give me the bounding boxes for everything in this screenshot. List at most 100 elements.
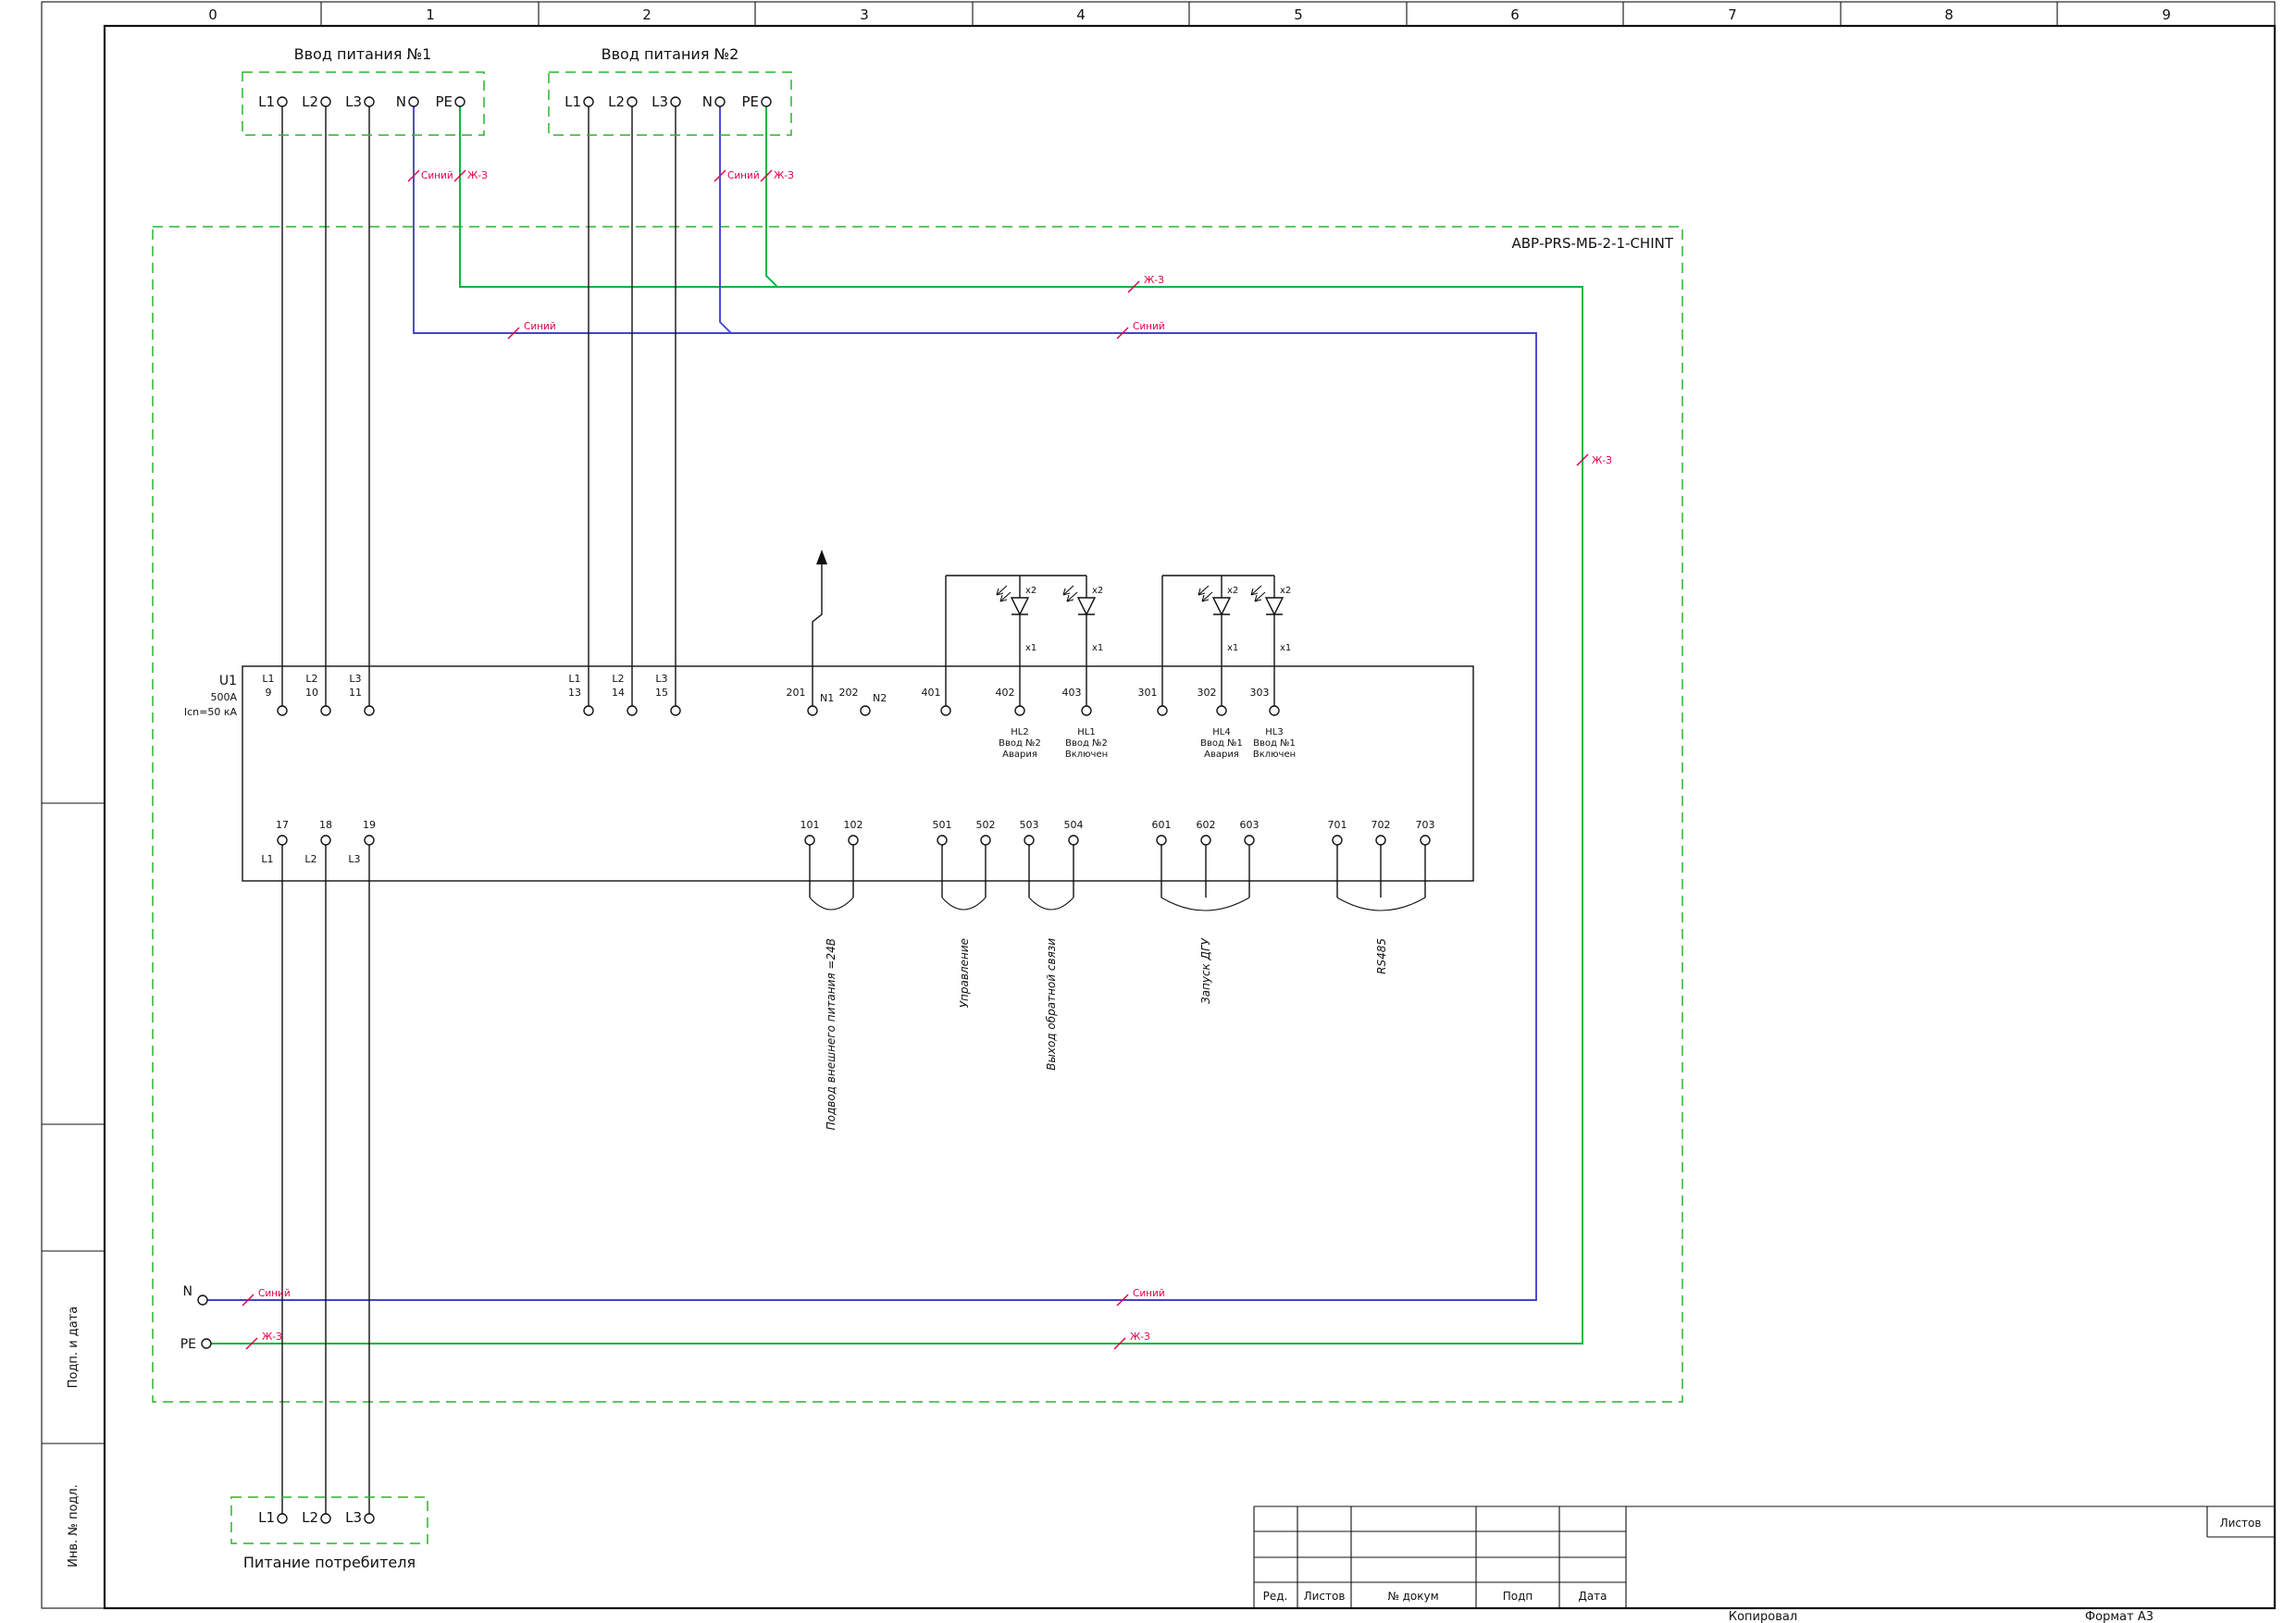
terminal-number: 15 — [655, 687, 668, 699]
led-pin-bottom: x1 — [1227, 643, 1238, 653]
wire-color-label-yg: Ж-З — [262, 1332, 282, 1343]
wire-color-label-blue: Синий — [727, 170, 760, 181]
ruler-number: 8 — [1944, 6, 1954, 23]
io-group-label: Управление — [958, 938, 971, 1008]
led-pin-bottom: x1 — [1280, 643, 1291, 653]
ruler-number: 9 — [2162, 6, 2171, 23]
sheet-frame — [41, 1, 2277, 1610]
io-group: RS485 — [1336, 897, 1426, 974]
device-rating: 500A — [210, 691, 237, 703]
input2-terminal-label: L1 — [565, 93, 581, 110]
terminal-number: 17 — [276, 819, 289, 831]
consumer-title: Питание потребителя — [243, 1554, 416, 1571]
wire-color-label-blue: Синий — [258, 1288, 291, 1299]
indicator-line1: Ввод №1 — [1200, 738, 1243, 749]
io-group: Управление — [941, 897, 987, 1008]
terminal-number: 201 — [787, 687, 806, 699]
input2-terminal-label: PE — [741, 93, 759, 110]
indicator-line1: Ввод №2 — [999, 738, 1041, 749]
led-pin-top: x2 — [1227, 586, 1238, 596]
wire-color-label-yg: Ж-З — [467, 170, 488, 181]
footer: Копировал Формат А3 — [1729, 1610, 2153, 1623]
power-input-1: Ввод питания №1 L1 L2 L3 N PE — [242, 45, 485, 136]
ruler-number: 2 — [642, 6, 652, 23]
consumer-output: N PE L1 L2 L3 Питание потребителя — [180, 1284, 428, 1571]
terminal-number: 19 — [363, 819, 376, 831]
terminal-number: 402 — [996, 687, 1015, 699]
terminal-number: 18 — [319, 819, 332, 831]
input1-terminal-label: N — [396, 93, 406, 110]
indicator-line2: Включен — [1065, 750, 1108, 760]
indicator-line1: Ввод №2 — [1065, 738, 1108, 749]
io-group-label: Запуск ДГУ — [1199, 937, 1212, 1004]
terminal-number: 301 — [1138, 687, 1158, 699]
wire-color-label-yg: Ж-З — [774, 170, 794, 181]
terminal-name: L1 — [568, 673, 580, 685]
left-column: Подп. и дата Инв. № подл. — [67, 1307, 81, 1567]
title-block-col: Ред. — [1263, 1590, 1288, 1603]
input2-terminal-label: N — [702, 93, 713, 110]
device-ref: U1 — [219, 674, 237, 688]
led-circuit-input2: x2 x1 x2 x1 — [945, 575, 1103, 706]
terminal-name: N1 — [820, 692, 834, 704]
title-block-col: № докум — [1387, 1590, 1438, 1603]
wire-color-label-yg: Ж-З — [1592, 455, 1612, 466]
input2-title: Ввод питания №2 — [602, 45, 739, 63]
wire-color-label-yg: Ж-З — [1130, 1332, 1150, 1343]
terminal-name: L1 — [261, 853, 273, 865]
terminal-number: 501 — [933, 819, 952, 831]
cabinet-boundary: АВР-PRS-МБ-2-1-CHINT — [152, 226, 1683, 1403]
indicator-line2: Включен — [1253, 750, 1296, 760]
title-block-col: Подп — [1503, 1590, 1533, 1603]
side-label-podp: Подп. и дата — [67, 1307, 81, 1389]
wire-color-marks: Синий Ж-З Синий Ж-З Синий Синий Ж-З Ж-З … — [242, 169, 1612, 1350]
indicator-line2: Авария — [1204, 750, 1239, 760]
consumer-terminal-label: L1 — [258, 1509, 275, 1526]
led-pin-top: x2 — [1092, 586, 1103, 596]
input1-terminal-label: L1 — [258, 93, 275, 110]
terminal-name: L3 — [655, 673, 667, 685]
terminal-number: 703 — [1416, 819, 1435, 831]
terminal-name: L3 — [349, 673, 361, 685]
consumer-terminal-label: L2 — [302, 1509, 318, 1526]
terminal-number: 701 — [1328, 819, 1347, 831]
terminal-name: N2 — [873, 692, 887, 704]
cabinet-label: АВР-PRS-МБ-2-1-CHINT — [1511, 235, 1673, 252]
led-circuit-input1: x2 x1 x2 x1 — [1161, 575, 1291, 706]
indicator-tag: HL1 — [1077, 727, 1095, 737]
wire-color-label-blue: Синий — [524, 321, 556, 332]
terminal-number: 13 — [568, 687, 581, 699]
terminal-number: 401 — [922, 687, 941, 699]
ruler-number: 5 — [1294, 6, 1303, 23]
footer-copied-label: Копировал — [1729, 1610, 1797, 1623]
input1-terminal-label: L3 — [345, 93, 362, 110]
terminal-number: 602 — [1197, 819, 1216, 831]
indicator-line2: Авария — [1002, 750, 1037, 760]
led-indicator: x2 x1 — [996, 576, 1036, 706]
ruler-number: 4 — [1076, 6, 1086, 23]
led-pin-bottom: x1 — [1092, 643, 1103, 653]
ruler: 0 1 2 3 4 5 6 7 8 9 — [208, 2, 2171, 26]
terminal-number: 302 — [1198, 687, 1217, 699]
led-indicator: x2 x1 — [1250, 576, 1291, 706]
terminal-name: L2 — [304, 853, 316, 865]
wire-color-label-yg: Ж-З — [1144, 275, 1164, 286]
device-breaking-capacity: Icn=50 кА — [184, 706, 238, 718]
indicator-line1: Ввод №1 — [1253, 738, 1296, 749]
ruler-number: 6 — [1510, 6, 1520, 23]
io-group: Выход обратной связи — [1028, 897, 1074, 1071]
title-block-sheets-label: Листов — [2220, 1517, 2262, 1530]
io-group-label: Подвод внешнего питания =24В — [825, 938, 838, 1130]
ruler-number: 0 — [208, 6, 217, 23]
terminal-number: 504 — [1064, 819, 1084, 831]
led-pin-bottom: x1 — [1025, 643, 1036, 653]
ruler-number: 7 — [1728, 6, 1737, 23]
input1-terminal-label: PE — [435, 93, 453, 110]
terminal-number: 502 — [976, 819, 996, 831]
indicator-tag: HL4 — [1212, 727, 1230, 737]
terminal-name: L2 — [612, 673, 624, 685]
terminal-name: L1 — [262, 673, 274, 685]
led-indicator: x2 x1 — [1062, 576, 1103, 706]
side-label-inv: Инв. № подл. — [67, 1484, 81, 1567]
